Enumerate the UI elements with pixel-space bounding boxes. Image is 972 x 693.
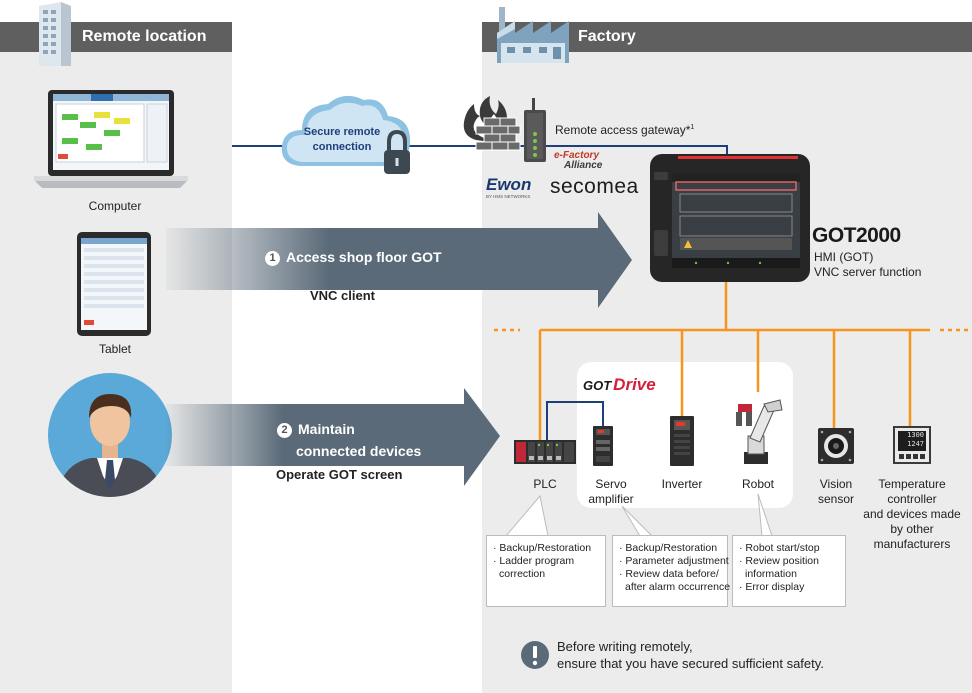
network-line-drop [726,145,728,159]
servo-label: Servo amplifier [580,477,642,507]
servo-note-4: after alarm occurrence [625,581,731,593]
efa-top: e-Factory [554,150,600,161]
robot-note-4: · Error display [739,581,805,593]
office-building-icon [39,2,71,66]
temp-display: 1300 1247 [898,431,926,451]
plc-label: PLC [533,477,557,491]
plc-servo-link [546,401,604,403]
step-1-badge: 1 [265,251,280,266]
temp-line4: by other manufacturers [873,522,951,551]
gateway-label: Remote access gateway*1 [555,123,694,137]
gateway-label-text: Remote access gateway* [555,123,691,137]
operate-got-label: Operate GOT screen [276,467,403,482]
gotdrive-bus-lines [680,362,760,420]
servo-note-1: · Backup/Restoration [619,542,718,554]
servo-note: · Backup/Restoration · Parameter adjustm… [612,535,731,607]
got-description: HMI (GOT) VNC server function [814,250,921,280]
gotdrive-logo-b: Drive [613,375,656,394]
plc-note: · Backup/Restoration · Ladder program co… [486,535,606,607]
temp-display-bottom: 1247 [907,440,924,448]
callout-pointers [504,493,773,537]
vnc-client-label: VNC client [310,288,376,303]
remote-header: Remote location [0,22,232,52]
servo-amplifier-icon [593,426,613,466]
temperature-controller-icon: 1300 1247 [893,426,931,464]
cloud-label: Secure remote connection [282,125,402,155]
warning-icon [521,641,549,669]
robot-arm-icon [736,399,783,464]
vision-line1: Vision [819,477,853,491]
servo-note-2: · Parameter adjustment [619,555,729,567]
vision-sensor-icon [818,428,854,464]
got2000-logo: GOT2000 [812,224,901,247]
factory-header-title: Factory [578,28,636,45]
secomea-logo: secomea [550,175,639,198]
gateway-router-icon [524,98,546,162]
ewon-logo: Ewon BY HMS NETWORKS [486,176,531,199]
temp-display-top: 1300 [907,431,924,439]
access-arrow-text: Access shop floor GOT [286,249,442,265]
robot-label: Robot [741,477,775,491]
temp-buttons [899,454,925,459]
warning-line2: ensure that you have secured sufficient … [557,656,824,671]
robot-note-3: information [745,568,797,580]
got-line1: HMI (GOT) [814,250,874,264]
robot-note-1: · Robot start/stop [739,542,820,554]
access-arrow [166,212,632,308]
temp-line1: Temperature [878,477,946,491]
remote-header-title: Remote location [82,28,207,45]
plc-note-1: · Backup/Restoration [493,542,592,554]
computer-label: Computer [88,199,142,213]
plc-icon [514,440,576,464]
inverter-icon [670,416,694,466]
factory-building-icon [497,7,569,63]
temp-line3: and devices made [863,507,961,521]
maintain-line1: Maintain [298,421,355,437]
got-line2: VNC server function [814,265,922,279]
robot-note-2: · Review position [739,555,819,567]
step-2-badge: 2 [277,423,292,438]
firewall-icon [463,96,521,151]
servo-line1: Servo [595,477,627,491]
got2000-hmi-device [650,154,810,282]
ewon-logo-text: Ewon [486,175,532,194]
laptop-computer-icon [34,90,188,188]
efa-bottom: Alliance [564,160,603,171]
cloud-line1: Secure remote [303,126,381,138]
vision-line2: sensor [817,492,855,506]
plc-link-v [546,401,548,441]
robot-note: · Robot start/stop · Review position inf… [732,535,846,607]
servo-line2: amplifier [588,492,634,506]
access-arrow-label: 1 Access shop floor GOT [265,249,442,266]
tablet-label: Tablet [98,342,132,356]
temp-label: Temperature controller and devices made … [852,477,972,552]
operator-avatar-icon [48,373,172,497]
temp-line2: controller [887,492,937,506]
tablet-icon [77,232,151,336]
cloud-line2: connection [312,141,372,153]
servo-link-v [602,401,604,427]
maintain-arrow [166,388,500,486]
efactory-alliance-logo: e-Factory Alliance [554,151,602,171]
plc-note-2: · Ladder program [493,555,575,567]
warning-line1: Before writing remotely, [557,639,693,654]
gotdrive-logo-a: GOT [583,378,612,393]
ewon-logo-sub: BY HMS NETWORKS [486,194,531,199]
inverter-label: Inverter [661,477,703,491]
servo-note-3: · Review data before/ [619,568,719,580]
secure-cloud-icon [281,95,410,174]
vision-label: Vision sensor [806,477,866,507]
maintain-line2: connected devices [296,443,422,459]
warning-text: Before writing remotely, ensure that you… [557,638,824,672]
plc-note-3: correction [499,568,546,580]
gateway-footnote: 1 [690,124,695,131]
maintain-arrow-label: 2 Maintain connected devices [277,418,421,462]
